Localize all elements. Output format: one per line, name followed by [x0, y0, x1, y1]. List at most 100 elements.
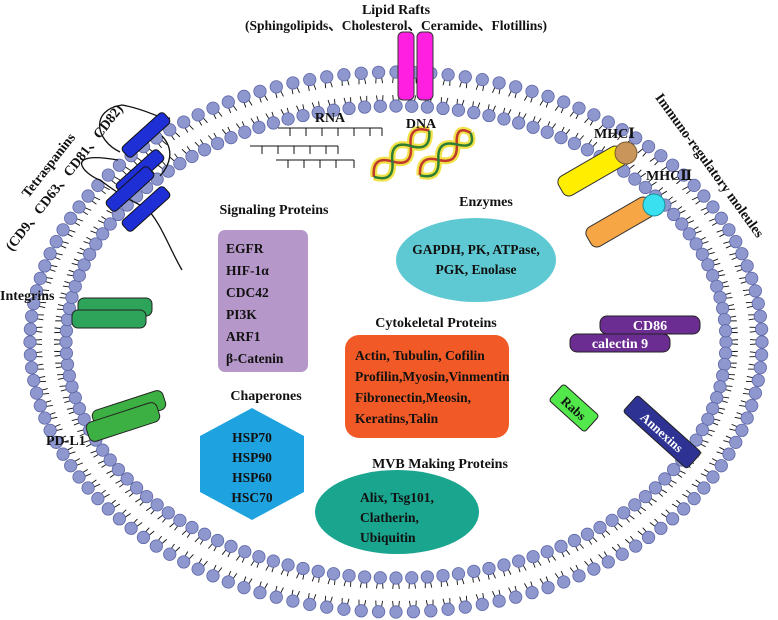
- lipid-head: [405, 571, 419, 585]
- lipid-head: [65, 290, 79, 304]
- lipid-head: [269, 590, 283, 604]
- lipid-head: [638, 489, 652, 504]
- pd-l1-protein: [85, 390, 167, 442]
- lipid-head: [206, 569, 220, 583]
- mvb-proteins-title: MVB Making Proteins: [372, 457, 508, 472]
- cd86-calectin9-protein: [569, 315, 701, 353]
- lipid-head: [436, 568, 450, 583]
- lipid-head: [748, 386, 762, 400]
- mhc2-protein: [585, 193, 666, 248]
- rna-label: RNA: [315, 111, 346, 126]
- mvb-line: Clatherin,: [360, 510, 419, 525]
- integrin-protein: [71, 297, 153, 329]
- lipid-head: [373, 99, 387, 113]
- lipid-head: [320, 70, 334, 84]
- lipid-head: [81, 481, 95, 495]
- lipid-head: [753, 309, 767, 323]
- lipid-head: [342, 568, 356, 583]
- lipid-head: [719, 346, 733, 360]
- lipid-head: [492, 594, 506, 608]
- lipid-head: [714, 211, 728, 225]
- lipid-head: [751, 373, 765, 388]
- lipid-head: [286, 594, 300, 608]
- lipid-head: [695, 247, 709, 261]
- chaperones-hexagon: [200, 408, 304, 520]
- lipid-head: [59, 346, 73, 360]
- cd86-label: CD86: [633, 319, 667, 334]
- lipid-head: [451, 103, 466, 117]
- signaling-proteins-list: EGFR HIF-1α CDC42 PI3K ARF1 β-Catenin: [226, 241, 284, 366]
- annexin-protein: Annexins: [623, 395, 701, 469]
- signaling-item: EGFR: [226, 241, 264, 256]
- lipid-head: [658, 472, 672, 486]
- lipid-head: [103, 217, 117, 231]
- lipid-head: [25, 361, 39, 375]
- lipid-head: [25, 309, 39, 323]
- lipid-head: [628, 498, 642, 512]
- lipid-head: [238, 125, 252, 139]
- lipid-head: [337, 602, 351, 616]
- lipid-head: [320, 600, 334, 614]
- signaling-proteins-box: [218, 230, 308, 372]
- lipid-head: [722, 223, 736, 237]
- lipid-head: [467, 106, 481, 120]
- lipid-head: [56, 223, 70, 237]
- lipid-head: [541, 89, 555, 103]
- lipid-head: [729, 235, 743, 249]
- lipid-head: [593, 520, 607, 535]
- lipid-head: [210, 533, 225, 548]
- lipid-head: [191, 108, 205, 122]
- lipid-head: [420, 570, 434, 584]
- lipid-head: [713, 290, 727, 304]
- lipid-head: [163, 547, 177, 561]
- lipid-head: [601, 555, 615, 569]
- lipid-head: [751, 296, 765, 311]
- lipid-head: [59, 335, 73, 349]
- lipid-head: [221, 575, 235, 589]
- lipid-head: [197, 527, 212, 541]
- lipid-head: [296, 108, 310, 123]
- lipid-head: [641, 530, 656, 545]
- lipid-head: [237, 581, 251, 595]
- lipid-head: [311, 106, 325, 120]
- lipid-head: [714, 459, 728, 473]
- lipid-head: [371, 65, 386, 79]
- lipid-head: [467, 564, 481, 578]
- lipid-head: [253, 84, 267, 98]
- lipid-head: [675, 217, 689, 231]
- lipid-head: [30, 386, 44, 400]
- lipid-head: [689, 433, 703, 447]
- mhc2-label: MHCⅡ: [646, 169, 692, 184]
- lipid-head: [722, 447, 736, 461]
- lipid-head: [77, 258, 91, 272]
- lipid-head: [140, 489, 154, 504]
- lipid-head: [526, 550, 540, 564]
- lipid-raft-protein: [397, 31, 434, 101]
- lipid-head: [224, 539, 238, 553]
- lipid-head: [206, 101, 220, 115]
- lipid-head: [436, 101, 450, 116]
- lipid-head: [695, 423, 709, 437]
- cytoskeletal-proteins-title: Cytokeletal Proteins: [375, 316, 497, 331]
- lipid-head: [475, 597, 489, 611]
- lipid-head: [615, 123, 629, 137]
- lipid-head: [96, 443, 110, 457]
- lipid-head: [677, 502, 691, 516]
- lipid-head: [286, 76, 300, 90]
- lipid-head: [580, 143, 595, 157]
- lipid-head: [629, 539, 643, 553]
- lipid-head: [389, 571, 403, 585]
- lipid-head: [497, 558, 511, 572]
- rna-strands-icon: [250, 127, 383, 168]
- lipid-head: [572, 101, 586, 115]
- lipid-head: [120, 472, 134, 486]
- lipid-head: [64, 459, 78, 473]
- lipid-head: [628, 172, 642, 186]
- lipid-head: [580, 527, 595, 541]
- cytoskeletal-line: Profilin,Myosin,Vinmentin: [355, 369, 510, 384]
- lipid-head: [540, 125, 554, 139]
- lipid-head: [601, 115, 615, 129]
- lipid-head: [641, 139, 656, 154]
- lipid-head: [389, 605, 403, 619]
- mhc1-label: MHCⅠ: [594, 127, 635, 142]
